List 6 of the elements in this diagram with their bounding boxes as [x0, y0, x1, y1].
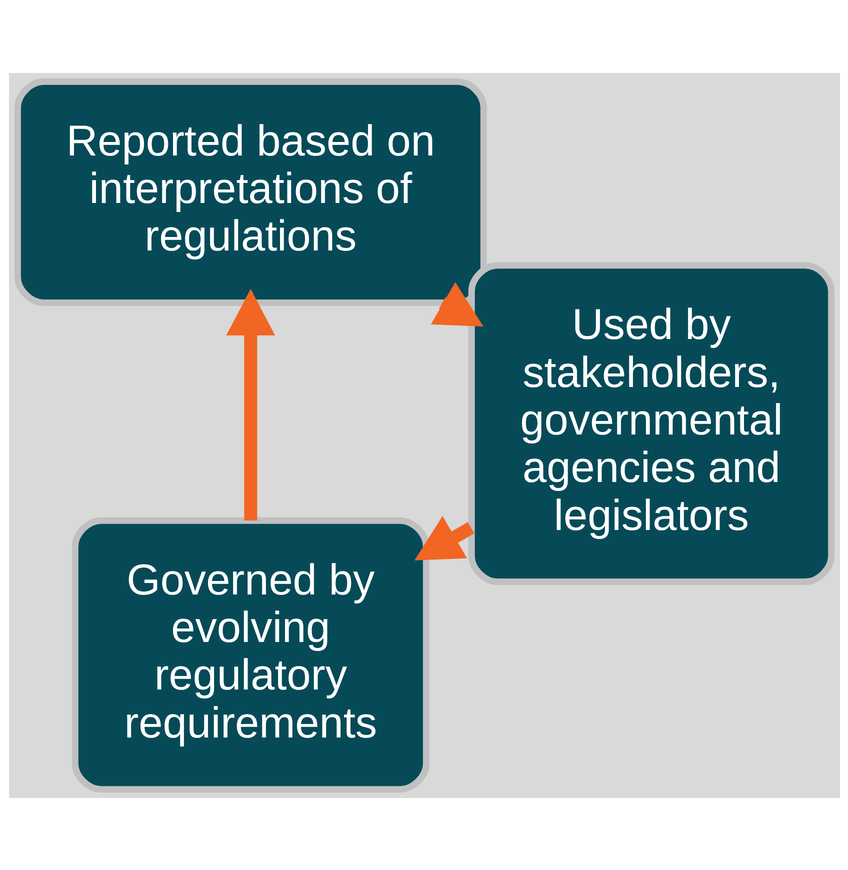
node-box: Governed by evolving regulatory requirements	[71, 516, 429, 792]
arrow	[226, 288, 275, 520]
node-box: Reported based on interpretations of regulations	[14, 78, 486, 306]
arrow	[414, 515, 474, 560]
node-box: Used by stakeholders, governmental agencies and legislators	[468, 262, 834, 585]
arrow	[430, 282, 483, 326]
